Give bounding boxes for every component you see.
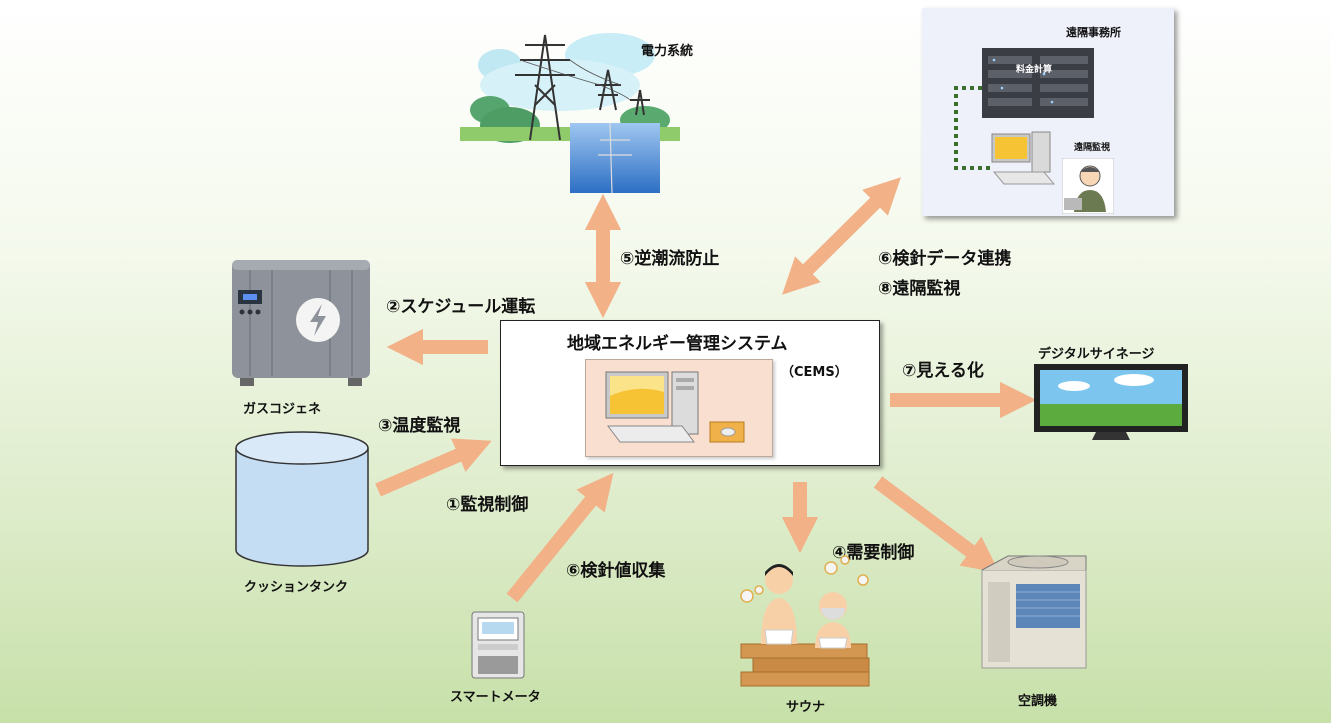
signage-display [1034,364,1188,440]
sauna-illustration [740,555,870,687]
office-computer-icon [991,131,1056,185]
server-rack-image [982,48,1094,118]
power-grid-illustration [460,33,680,194]
link-demand-label: ④需要制御 [832,543,915,563]
arrow-cems-hvac [873,476,1000,573]
gas-cogen-unit [232,260,370,386]
cems-box: 地域エネルギー管理システム （CEMS） [500,320,880,466]
arrow-tank-cems [375,438,492,497]
smart-meter-device [471,611,525,679]
cems-computer-icon [605,371,745,443]
link-visualize-label: ⑦見える化 [902,361,984,381]
link-remote-watch-label: ⑧遠隔監視 [878,279,961,299]
link-temperature-label: ③温度監視 [378,416,461,436]
hvac-label: 空調機 [1018,694,1058,709]
sauna-label: サウナ [786,700,826,715]
dashed-connector [954,86,992,170]
cems-screen-panel [585,359,773,457]
remote-monitor-label: 遠隔監視 [1074,143,1111,153]
link-schedule-label: ②スケジュール運転 [386,297,536,317]
signage-label: デジタルサイネージ [1038,347,1155,362]
link-reverse-flow-label: ⑤逆潮流防止 [620,249,720,269]
operator-person-icon [1062,158,1114,214]
billing-label: 料金計算 [1016,65,1053,75]
remote-office-panel: 料金計算 遠隔事務所 遠隔監視 [922,8,1174,216]
cushion-tank [235,431,369,567]
cushion-tank-label: クッションタンク [244,580,349,595]
grid-label: 電力系統 [641,44,694,59]
cems-abbr: （CEMS） [781,365,848,380]
link-control-label: ①監視制御 [446,495,529,515]
smart-meter-label: スマートメータ [450,690,541,705]
gas-cogen-label: ガスコジェネ [243,402,322,417]
link-meter-data-label: ⑥検針データ連携 [878,249,1012,269]
hvac-unit [981,555,1087,669]
cems-title: 地域エネルギー管理システム [567,334,788,354]
office-label: 遠隔事務所 [1066,26,1121,39]
arrow-meter-cems [506,472,614,603]
link-collect-label: ⑥検針値収集 [566,561,666,581]
arrow-office-cems [782,177,901,295]
